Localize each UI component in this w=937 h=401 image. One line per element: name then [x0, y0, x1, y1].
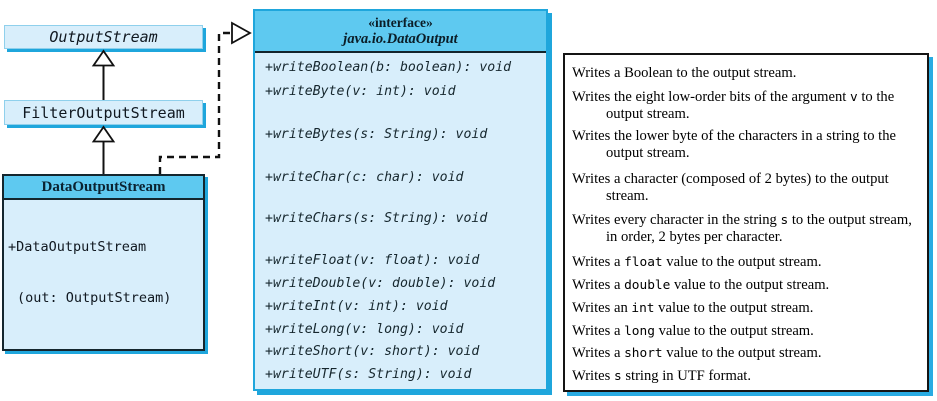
interface-stereotype: «interface»	[368, 15, 433, 30]
description-text: to the output stream, in order, 2 bytes …	[606, 212, 912, 245]
description-text: Writes an	[572, 300, 632, 316]
inline-code: short	[624, 346, 663, 361]
method-description: Writes a long value to the output stream…	[572, 323, 923, 340]
interface-method: +writeChars(s: String): void	[265, 211, 488, 226]
description-text: Writes a character (composed of 2 bytes)…	[572, 171, 889, 204]
interface-box: «interface» java.io.DataOutput +writeBoo…	[253, 9, 548, 391]
description-text: Writes the lower byte of the characters …	[572, 128, 897, 161]
constructor-line-1: +DataOutputStream	[8, 239, 147, 255]
description-text: Writes a	[572, 345, 625, 361]
inline-code: double	[624, 278, 671, 293]
interface-header: «interface» java.io.DataOutput	[255, 11, 546, 53]
inline-code: s	[780, 213, 789, 228]
class-box-filteroutputstream: FilterOutputStream	[4, 100, 203, 125]
interface-method: +writeFloat(v: float): void	[265, 253, 480, 268]
description-text: Writes a Boolean to the output stream.	[572, 65, 797, 81]
interface-method: +writeBytes(s: String): void	[265, 127, 488, 142]
interface-method: +writeBoolean(b: boolean): void	[265, 60, 512, 75]
inline-code: v	[849, 90, 858, 105]
class-name-outputstream: OutputStream	[49, 28, 158, 46]
class-name-filteroutputstream: FilterOutputStream	[22, 103, 185, 122]
description-text: value to the output stream.	[662, 345, 822, 361]
inheritance-arrow-data-to-filter	[91, 125, 116, 174]
method-descriptions-box: Writes a Boolean to the output stream. Wr…	[563, 53, 929, 392]
inheritance-arrow-filter-to-output	[91, 49, 116, 100]
inline-code: float	[624, 255, 663, 270]
interface-method: +writeChar(c: char): void	[265, 170, 464, 185]
description-text: Writes a	[572, 323, 625, 339]
interface-method: +writeLong(v: long): void	[265, 322, 464, 337]
class-box-dataoutputstream: DataOutputStream +DataOutputStream (out:…	[2, 174, 205, 351]
method-description: Writes an int value to the output stream…	[572, 300, 923, 317]
description-text: value to the output stream.	[662, 254, 822, 270]
interface-method: +writeDouble(v: double): void	[265, 276, 496, 291]
method-description: Writes a double value to the output stre…	[572, 277, 923, 294]
method-description: Writes the eight low-order bits of the a…	[572, 89, 923, 123]
description-text: Writes a	[572, 254, 625, 270]
description-text: Writes a	[572, 277, 625, 293]
description-text: Writes	[572, 368, 614, 384]
method-description: Writes a float value to the output strea…	[572, 254, 923, 271]
interface-method: +writeInt(v: int): void	[265, 299, 448, 314]
constructor-line-2: (out: OutputStream)	[17, 290, 172, 306]
description-text: value to the output stream.	[654, 323, 814, 339]
method-description: Writes a character (composed of 2 bytes)…	[572, 171, 923, 205]
inline-code: s	[613, 369, 622, 384]
method-description: Writes a Boolean to the output stream.	[572, 65, 923, 82]
description-text: Writes the eight low-order bits of the a…	[572, 89, 850, 105]
class-name-dataoutputstream: DataOutputStream	[4, 176, 203, 200]
description-text: string in UTF format.	[621, 368, 751, 384]
class-box-outputstream: OutputStream	[4, 25, 203, 49]
class-members-dataoutputstream: +DataOutputStream (out: OutputStream)	[4, 200, 203, 349]
description-text: value to the output stream.	[654, 300, 814, 316]
description-text: Writes every character in the string	[572, 212, 781, 228]
interface-method: +writeShort(v: short): void	[265, 344, 480, 359]
method-description: Writes a short value to the output strea…	[572, 345, 923, 362]
inline-code: long	[624, 324, 655, 339]
inline-code: int	[631, 301, 655, 316]
interface-name: java.io.DataOutput	[343, 31, 458, 47]
method-description: Writes s string in UTF format.	[572, 368, 923, 385]
method-description: Writes the lower byte of the characters …	[572, 128, 923, 162]
method-description: Writes every character in the string s t…	[572, 212, 923, 246]
interface-method: +writeByte(v: int): void	[265, 84, 456, 99]
description-text: to the output stream.	[606, 89, 895, 122]
interface-method: +writeUTF(s: String): void	[265, 367, 472, 382]
description-text: value to the output stream.	[670, 277, 830, 293]
